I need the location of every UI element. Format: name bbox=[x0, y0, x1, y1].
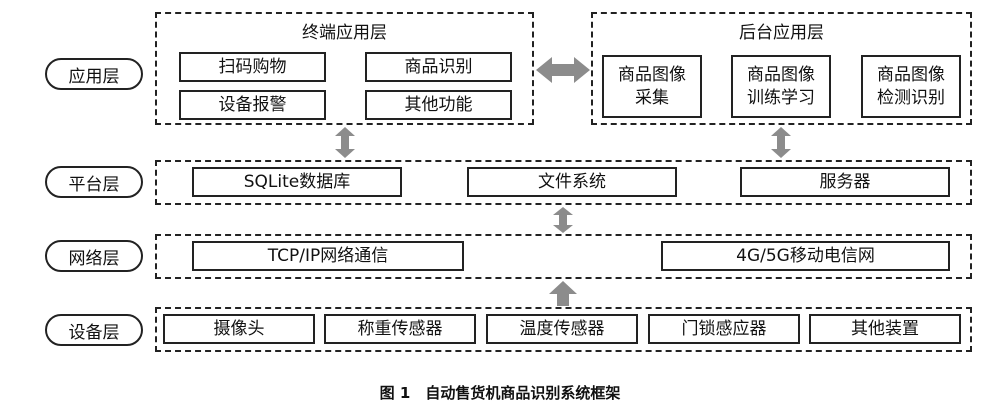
network-layer-group bbox=[155, 234, 972, 279]
backend-item-image-training: 商品图像 训练学习 bbox=[731, 55, 831, 118]
terminal-app-title: 终端应用层 bbox=[302, 23, 387, 43]
terminal-item-scan-shopping: 扫码购物 bbox=[179, 52, 326, 82]
figure-caption: 图 1 自动售货机商品识别系统框架 bbox=[379, 384, 621, 402]
backend-item-image-detection: 商品图像 检测识别 bbox=[861, 55, 961, 118]
double-arrow-horizontal-icon bbox=[536, 57, 590, 83]
backend-app-group bbox=[591, 12, 972, 125]
device-item-camera: 摄像头 bbox=[163, 314, 315, 344]
terminal-item-device-alarm: 设备报警 bbox=[179, 90, 326, 120]
device-item-temperature-sensor: 温度传感器 bbox=[486, 314, 638, 344]
double-arrow-platform-network-icon bbox=[553, 207, 573, 233]
platform-item-sqlite: SQLite数据库 bbox=[192, 167, 402, 197]
terminal-item-product-recognition: 商品识别 bbox=[365, 52, 512, 82]
platform-item-server: 服务器 bbox=[740, 167, 950, 197]
layer-label-application: 应用层 bbox=[45, 58, 143, 90]
platform-layer-group bbox=[155, 160, 972, 205]
device-item-door-lock-sensor: 门锁感应器 bbox=[648, 314, 800, 344]
layer-label-device: 设备层 bbox=[45, 314, 143, 346]
network-item-mobile-telecom: 4G/5G移动电信网 bbox=[661, 241, 950, 271]
layer-label-platform: 平台层 bbox=[45, 166, 143, 198]
double-arrow-terminal-platform-icon bbox=[335, 127, 355, 158]
network-item-tcpip: TCP/IP网络通信 bbox=[192, 241, 464, 271]
backend-item-image-capture: 商品图像 采集 bbox=[602, 55, 702, 118]
device-item-weight-sensor: 称重传感器 bbox=[324, 314, 476, 344]
up-arrow-device-network-icon bbox=[549, 281, 577, 306]
device-item-other-devices: 其他装置 bbox=[809, 314, 961, 344]
terminal-item-other-functions: 其他功能 bbox=[365, 90, 512, 120]
device-layer-group bbox=[155, 307, 972, 352]
terminal-app-group bbox=[155, 12, 534, 125]
platform-item-file-system: 文件系统 bbox=[467, 167, 677, 197]
double-arrow-backend-platform-icon bbox=[771, 127, 791, 158]
layer-label-network: 网络层 bbox=[45, 240, 143, 272]
backend-app-title: 后台应用层 bbox=[739, 23, 824, 43]
